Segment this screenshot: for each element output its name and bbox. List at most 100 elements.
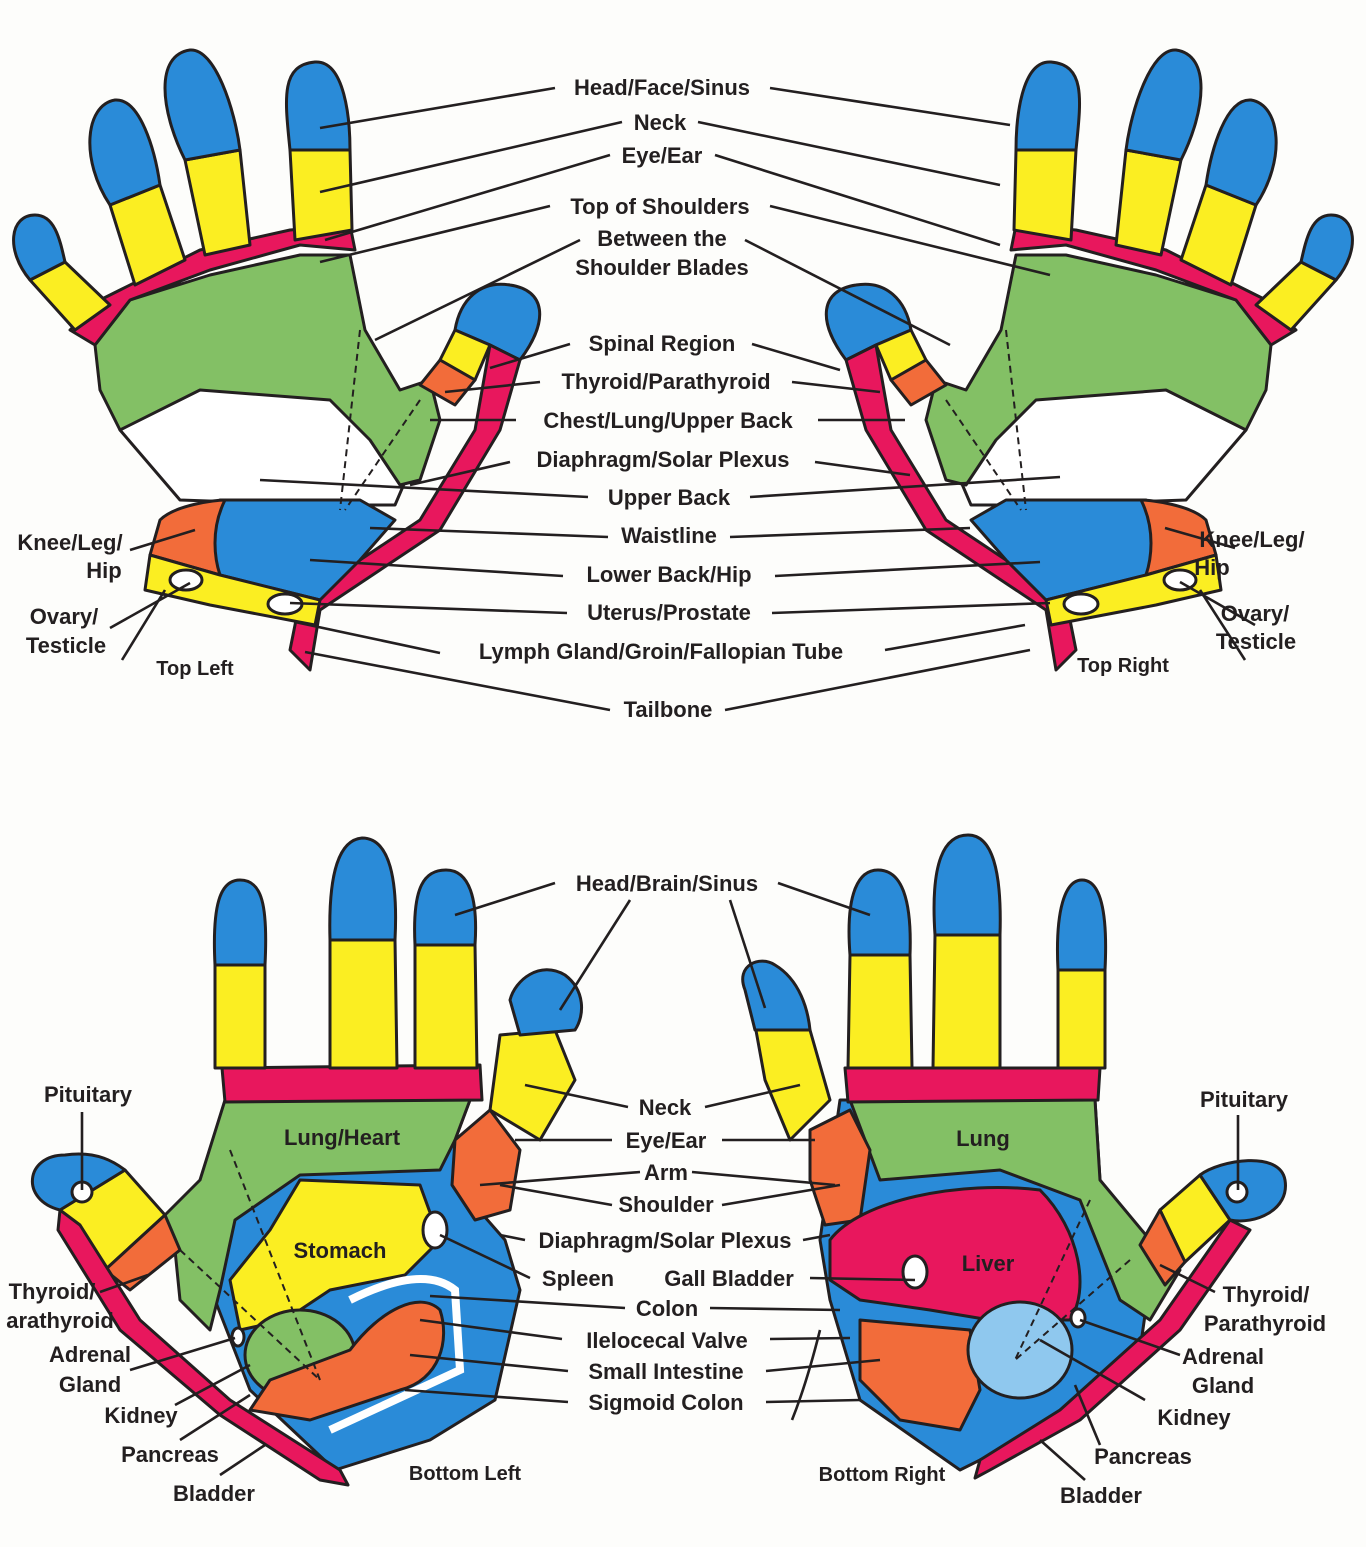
- dashed-guide: [344, 399, 421, 511]
- bottom-right-hand: [741, 833, 1287, 1480]
- finger-middle-tip: [1124, 48, 1203, 162]
- label-eye-ear: Eye/Ear: [626, 1128, 707, 1153]
- dashed-guide: [1014, 1259, 1131, 1361]
- shoulder-band: [220, 1063, 484, 1104]
- bottom-center-labels: Head/Brain/Sinus Neck Eye/Ear Arm Should…: [538, 871, 794, 1415]
- label-tailbone: Tailbone: [624, 697, 713, 722]
- label-neck: Neck: [639, 1095, 692, 1120]
- label-lung-heart: Lung/Heart: [284, 1125, 401, 1150]
- finger-index-tip: [508, 968, 584, 1037]
- knee-leg-hip-zone: [1139, 498, 1218, 577]
- finger-middle: [183, 148, 252, 257]
- top-left-hand: [12, 48, 542, 672]
- small-intestine-zone: [248, 1300, 446, 1422]
- thumb-thyroid-zone: [889, 358, 948, 407]
- shoulder-arm-zone: [450, 1108, 522, 1222]
- label-pancreas-left: Pancreas: [121, 1442, 219, 1467]
- between-shoulder-blades-zone: [924, 253, 1273, 487]
- top-center-labels: Head/Face/Sinus Neck Eye/Ear Top of Shou…: [479, 75, 843, 722]
- label-stomach: Stomach: [294, 1238, 387, 1263]
- top-leader-lines: [109, 86, 1256, 712]
- finger-ring: [931, 933, 1002, 1070]
- top-side-labels: Knee/Leg/ Hip Ovary/ Testicle Top Left K…: [17, 527, 1304, 680]
- finger-middle: [846, 953, 914, 1070]
- label-shoulder-blades: Shoulder Blades: [575, 255, 749, 280]
- thumb-thyroid-zone: [418, 358, 477, 407]
- label-eye-ear: Eye/Ear: [622, 143, 703, 168]
- label-uterus-prostate: Uterus/Prostate: [587, 600, 751, 625]
- caption-top-left: Top Left: [156, 658, 234, 680]
- finger-index: [753, 1023, 832, 1142]
- label-hip-left: Hip: [86, 558, 121, 583]
- label-ovary-right: Ovary/: [1221, 601, 1290, 626]
- finger-index: [488, 1028, 577, 1142]
- label-head-brain-sinus: Head/Brain/Sinus: [576, 871, 758, 896]
- label-parathyroid-left: arathyroid: [6, 1308, 114, 1333]
- small-intestine-zone: [858, 1318, 982, 1432]
- label-top-of-shoulders: Top of Shoulders: [570, 194, 749, 219]
- label-kidney-left: Kidney: [104, 1403, 178, 1428]
- thumb-tip: [824, 282, 913, 362]
- label-ovary-left: Ovary/: [30, 604, 99, 629]
- dashed-guide: [945, 399, 1022, 511]
- ovary-point: [1162, 568, 1198, 592]
- label-gland-left: Gland: [59, 1372, 121, 1397]
- finger-index-tip: [284, 60, 352, 152]
- finger-pinky-tip: [1055, 878, 1108, 972]
- finger-ring: [328, 938, 399, 1070]
- label-upper-back: Upper Back: [608, 485, 731, 510]
- gall-bladder-point: [901, 1254, 929, 1290]
- label-pituitary-left: Pituitary: [44, 1082, 133, 1107]
- label-lymph-groin-fallopian: Lymph Gland/Groin/Fallopian Tube: [479, 639, 843, 664]
- bottom-right-labels: Pituitary Thyroid/ Parathyroid Adrenal G…: [819, 1087, 1326, 1508]
- uterus-point: [1062, 592, 1100, 616]
- finger-middle-tip: [413, 868, 478, 947]
- dashed-guide: [179, 1249, 321, 1381]
- label-head-face-sinus: Head/Face/Sinus: [574, 75, 750, 100]
- finger-pinky-tip: [1299, 213, 1354, 282]
- label-diaphragm-solar-plexus: Diaphragm/Solar Plexus: [536, 447, 789, 472]
- label-colon: Colon: [636, 1296, 698, 1321]
- thumb-tip: [453, 282, 542, 362]
- label-neck: Neck: [634, 110, 687, 135]
- label-lung: Lung: [956, 1126, 1010, 1151]
- knee-leg-hip-zone: [148, 498, 227, 577]
- label-lower-back-hip: Lower Back/Hip: [586, 562, 751, 587]
- label-waistline: Waistline: [621, 523, 717, 548]
- spinal-strip: [844, 343, 1078, 672]
- label-parathyroid-right: Parathyroid: [1204, 1311, 1326, 1336]
- label-knee-leg-right: Knee/Leg/: [1199, 527, 1304, 552]
- caption-top-right: Top Right: [1077, 655, 1169, 677]
- label-pituitary-right: Pituitary: [1200, 1087, 1289, 1112]
- colon-path: [328, 1275, 465, 1434]
- label-ilelocecal-valve: Ilelocecal Valve: [586, 1328, 747, 1353]
- adrenal-point: [1069, 1307, 1087, 1329]
- finger-index: [1012, 148, 1078, 242]
- finger-middle-tip: [847, 868, 912, 957]
- finger-pinky-tip: [12, 213, 67, 282]
- finger-ring-tip: [1204, 98, 1278, 207]
- spine-strip: [56, 1208, 350, 1487]
- label-pancreas-right: Pancreas: [1094, 1444, 1192, 1469]
- label-thyroid-left: Thyroid/: [9, 1279, 96, 1304]
- finger-index: [288, 148, 354, 242]
- label-bladder-left: Bladder: [173, 1481, 255, 1506]
- label-hip-right: Hip: [1194, 555, 1229, 580]
- adrenal-point: [230, 1326, 246, 1348]
- caption-bottom-right: Bottom Right: [819, 1464, 946, 1486]
- finger-pinky-tip: [212, 878, 268, 967]
- label-spinal-region: Spinal Region: [589, 331, 736, 356]
- bottom-left-labels: Pituitary Thyroid/ arathyroid Adrenal Gl…: [6, 1082, 521, 1506]
- finger-middle-tip: [163, 48, 242, 162]
- label-testicle-right: Testicle: [1216, 629, 1296, 654]
- finger-index-tip: [741, 959, 812, 1032]
- label-thyroid-right: Thyroid/: [1223, 1282, 1310, 1307]
- label-small-intestine: Small Intestine: [588, 1359, 743, 1384]
- dashed-guide: [229, 1149, 321, 1381]
- label-sigmoid-colon: Sigmoid Colon: [588, 1390, 743, 1415]
- label-adrenal-right: Adrenal: [1182, 1344, 1264, 1369]
- dashed-guide: [1014, 1199, 1091, 1361]
- label-kidney-right: Kidney: [1157, 1405, 1231, 1430]
- ovary-point: [168, 568, 204, 592]
